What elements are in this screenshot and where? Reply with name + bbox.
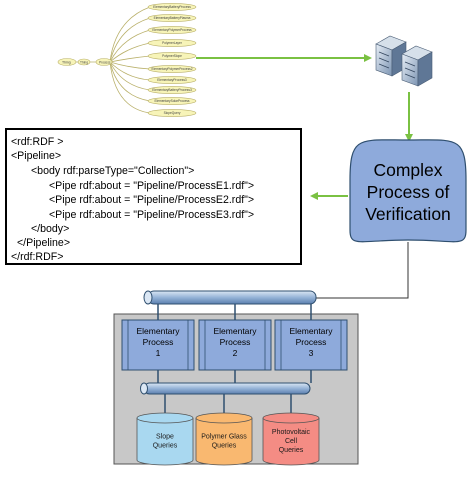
database-label-line1: Slope <box>156 434 174 441</box>
ontology-leaf-node: ElementaryBatteryProcess <box>147 3 197 11</box>
ontology-leaf-label: ElementarySolarProcess <box>154 99 189 103</box>
elementary-process-line2: Process <box>296 337 327 347</box>
code-line: </rdf:RDF> <box>11 251 64 263</box>
ontology-leaf-node: ElementaryProcess3 <box>147 76 197 84</box>
database-label-line1: Polymer Glass <box>201 434 247 441</box>
ontology-center-node <box>95 58 113 66</box>
verification-title-line2: Process of <box>367 182 450 202</box>
ontology-leaf-node: ElementaryBatteryProcess3 <box>147 86 197 94</box>
database-label-line2: Queries <box>153 443 178 450</box>
code-line: <Pipeline> <box>11 150 62 162</box>
ontology-leaf-label: ElementaryPolymerProcess <box>152 28 192 32</box>
ontology-leaf-label: ElementaryProcess3 <box>157 78 187 82</box>
elementary-processes: ElementaryProcess1ElementaryProcess2Elem… <box>121 304 348 383</box>
code-line: </Pipeline> <box>17 237 71 249</box>
code-line: <Pipe rdf:about = "Pipeline/ProcessE2.rd… <box>49 194 255 206</box>
code-line: <rdf:RDF > <box>11 136 64 148</box>
elementary-process-line2: Process <box>220 337 251 347</box>
elementary-process-line1: Elementary <box>214 326 258 336</box>
ontology-root-node <box>57 58 77 66</box>
verification-title-line1: Complex <box>373 160 442 180</box>
ontology-leaf-node: ElementarySolarProcess <box>147 97 197 105</box>
ontology-leaf-node: ElementaryBatteryPlasma <box>147 14 197 22</box>
elementary-process-line1: Elementary <box>290 326 334 336</box>
verification-title-line3: Verification <box>365 204 451 224</box>
ontology-leaf-node: ElementaryPolymerProcess <box>147 26 197 34</box>
ontology-center-label: Process <box>99 61 111 65</box>
ontology-leaf-node: ElementaryPolymerProcess2 <box>147 65 197 73</box>
ontology-leaf-node: PolymerSlope <box>147 52 197 60</box>
database-label-line1: Photovoltaic <box>272 429 311 436</box>
ontology-leaf-node: PolymerLayer <box>147 39 197 47</box>
top-bus <box>143 290 317 305</box>
ontology-leaf-node: SlopeQuery <box>147 109 197 117</box>
ontology-leaf-label: PolymerLayer <box>162 41 183 45</box>
elementary-process-box: ElementaryProcess3 <box>274 304 348 383</box>
elementary-process-number: 1 <box>156 348 161 358</box>
ontology-leaf-label: ElementaryBatteryProcess3 <box>152 88 192 92</box>
ontology-leaves: ElementaryBatteryProcessElementaryBatter… <box>147 3 197 117</box>
database-label-line3: Queries <box>279 447 304 454</box>
elementary-process-number: 2 <box>233 348 238 358</box>
elementary-process-line2: Process <box>143 337 174 347</box>
verification-node: Complex Process of Verification <box>349 139 467 243</box>
ontology-graph: Thing Thing Process ElementaryBatteryPro… <box>57 3 197 117</box>
middle-bus <box>140 382 311 395</box>
ontology-leaf-label: SlopeQuery <box>164 111 181 115</box>
ontology-hub-node <box>77 58 91 66</box>
code-line: </body> <box>31 223 70 235</box>
ontology-edges <box>109 6 151 114</box>
code-line: <Pipe rdf:about = "Pipeline/ProcessE3.rd… <box>49 209 255 221</box>
ontology-leaf-label: ElementaryBatteryPlasma <box>154 16 191 20</box>
ontology-hub-label: Thing <box>80 61 88 65</box>
connector-verification-to-bus <box>316 242 409 299</box>
ontology-leaf-label: ElementaryBatteryProcess <box>153 5 191 9</box>
code-line: <body rdf:parseType="Collection"> <box>31 165 195 177</box>
ontology-leaf-label: ElementaryPolymerProcess2 <box>151 67 192 71</box>
elementary-process-number: 3 <box>309 348 314 358</box>
code-line: <Pipe rdf:about = "Pipeline/ProcessE1.rd… <box>49 180 255 192</box>
rdf-code-box: <rdf:RDF > <Pipeline> <body rdf:parseTyp… <box>5 128 302 265</box>
ontology-root-label: Thing <box>62 61 71 65</box>
server-icon <box>375 35 433 87</box>
ontology-leaf-label: PolymerSlope <box>162 54 182 58</box>
database-label-line2: Queries <box>212 443 237 450</box>
database-label-line2: Cell <box>285 438 298 445</box>
elementary-process-line1: Elementary <box>137 326 181 336</box>
